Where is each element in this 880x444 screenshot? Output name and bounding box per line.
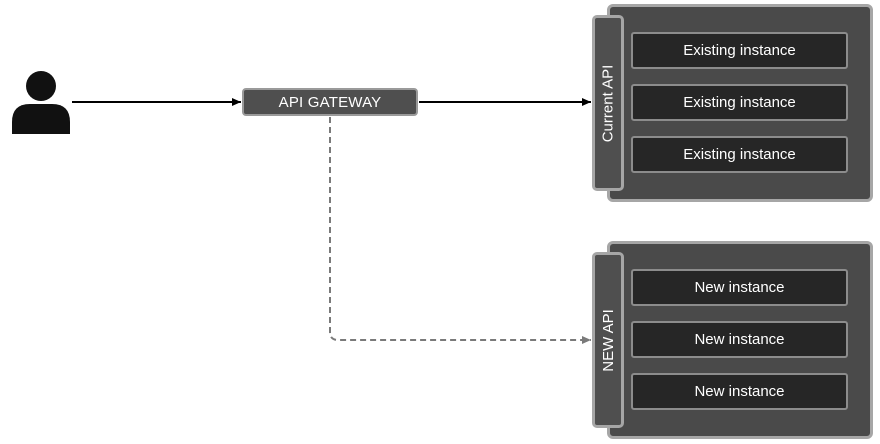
instance-label: New instance	[694, 383, 785, 400]
new-instance-2: New instance	[631, 321, 848, 358]
instance-label: Existing instance	[683, 42, 796, 59]
new-instance-1: New instance	[631, 269, 848, 306]
existing-instance-1: Existing instance	[631, 32, 848, 69]
gateway-to-new-api-dashed-arrow	[329, 117, 591, 344]
api-gateway-label: API GATEWAY	[278, 93, 382, 111]
current-api-label-box: Current API	[592, 15, 624, 191]
existing-instance-3: Existing instance	[631, 136, 848, 173]
instance-label: Existing instance	[683, 94, 796, 111]
current-api-label: Current API	[599, 64, 617, 142]
api-gateway-box: API GATEWAY	[242, 88, 418, 116]
instance-label: New instance	[694, 331, 785, 348]
existing-instance-2: Existing instance	[631, 84, 848, 121]
new-instance-3: New instance	[631, 373, 848, 410]
instance-label: Existing instance	[683, 146, 796, 163]
new-api-label: NEW API	[599, 308, 617, 372]
new-api-label-box: NEW API	[592, 252, 624, 428]
user-icon	[12, 71, 70, 134]
instance-label: New instance	[694, 279, 785, 296]
